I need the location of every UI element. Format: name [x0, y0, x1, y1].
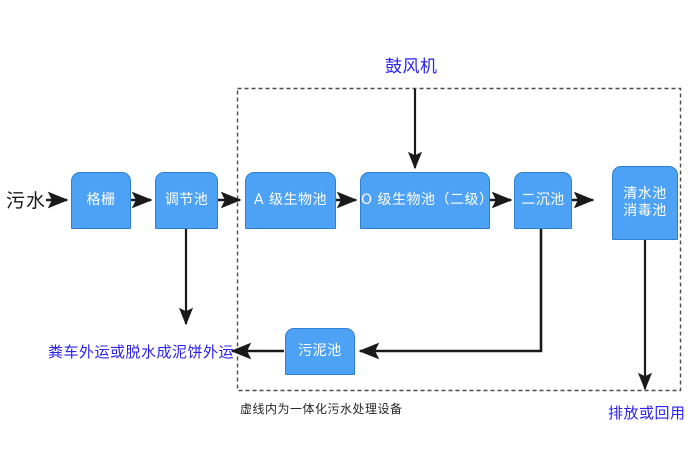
node-grate[interactable]: 格栅	[71, 172, 131, 229]
blower-label: 鼓风机	[385, 57, 438, 77]
node-disinfection-tank-label: 消毒池	[623, 203, 667, 219]
node-secondary-clarifier-label: 二沉池	[521, 191, 565, 208]
node-grate-label: 格栅	[86, 191, 116, 208]
inlet-label: 污水	[6, 190, 47, 212]
node-sludge-tank-label: 污泥池	[298, 342, 342, 359]
node-clearwater-tank-label: 清水池	[623, 185, 667, 202]
node-o-level-bio-tank[interactable]: O 级生物池（二级）	[360, 172, 494, 229]
node-clearwater-disinfection-tank[interactable]: 清水池 消毒池	[612, 166, 678, 240]
node-a-level-bio-tank[interactable]: A 级生物池	[245, 172, 336, 229]
node-a-level-bio-tank-label: A 级生物池	[253, 191, 328, 208]
node-secondary-clarifier[interactable]: 二沉池	[514, 172, 572, 229]
node-o-level-bio-tank-label: O 级生物池（二级）	[361, 191, 494, 208]
arrow-clarifier-sludge-return	[358, 229, 543, 360]
node-equalization-tank-label: 调节池	[164, 191, 209, 208]
node-equalization-tank[interactable]: 调节池	[155, 172, 218, 229]
node-sludge-tank[interactable]: 污泥池	[285, 328, 355, 375]
discharge-reuse-label: 排放或回用	[608, 404, 686, 422]
sludge-haulage-label: 粪车外运或脱水成泥饼外运	[48, 343, 235, 361]
enclosure-caption: 虚线内为一体化污水处理设备	[240, 402, 403, 416]
integrated-equipment-boundary	[236, 87, 682, 392]
